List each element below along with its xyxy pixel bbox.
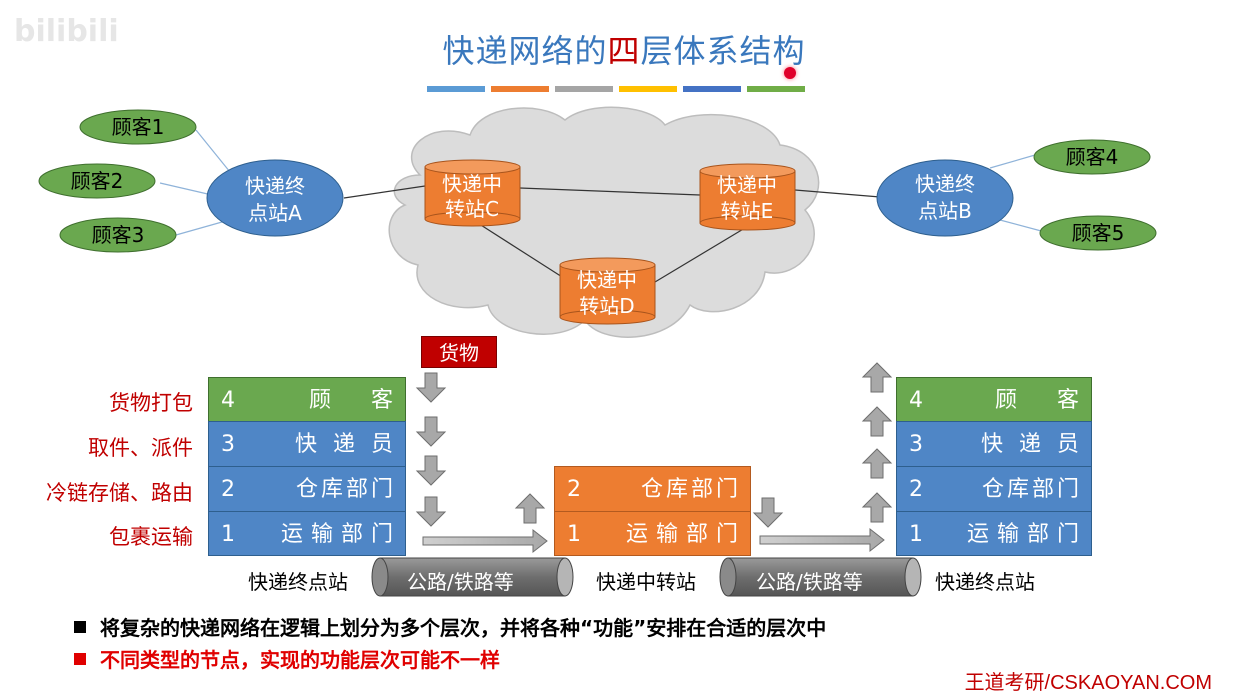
color-bar-3 [555,86,613,92]
hub-c-cylinder [424,159,521,227]
terminal-b-ellipse [876,159,1014,237]
left-label-pickup: 取件、派件 [88,436,193,460]
color-bar-4 [619,86,677,92]
customer-5-label: 顾客5 [1072,221,1125,245]
right-arrows [422,527,885,554]
road-pipe-right [719,557,922,597]
customer-3-label: 顾客3 [92,223,145,247]
title-suffix: 层体系结构 [640,32,806,70]
terminal-a-ellipse [206,159,344,237]
road-pipe-left [371,557,574,597]
stack-right-layer-3: 3 快递员 [896,421,1092,467]
station-label-right: 快递终点站 [935,570,1035,594]
stack-left-layer-4: 4 顾客 [208,377,406,422]
road-label-right: 公路/铁路等 [756,570,863,594]
stack-right-layer-4: 4 顾客 [896,377,1092,422]
bullet-1: 将复杂的快递网络在逻辑上划分为多个层次，并将各种“功能”安排在合适的层次中 [74,612,826,641]
hub-e-cylinder [699,163,796,231]
terminal-a-label-1: 快递终 [245,174,305,198]
hub-d-label-1: 快递中 [577,268,637,292]
stack-left-layer-1: 1 运输部门 [208,511,406,556]
left-label-storage: 冷链存储、路由 [46,481,193,505]
footer-brand: 王道考研/CSKAOYAN.COM [964,672,1212,694]
color-bar-2 [491,86,549,92]
customer-ellipses [38,109,1157,253]
pointer-dot [784,67,796,79]
bullet-square-icon [74,653,86,665]
bullet-square-icon [74,621,86,633]
hub-d-label-2: 转站D [579,294,634,318]
station-label-left: 快递终点站 [248,570,348,594]
road-label-left: 公路/铁路等 [407,570,514,594]
title-prefix: 快递网络的 [442,32,608,70]
terminal-a-label-2: 点站A [248,201,302,225]
down-arrows-left [415,372,447,527]
customer-2-label: 顾客2 [71,169,124,193]
stack-left-layer-2: 2 仓库部门 [208,466,406,512]
bullet-2: 不同类型的节点，实现的功能层次可能不一样 [74,644,500,673]
stack-middle-layer-1: 1 运输部门 [554,511,751,556]
customer-1-label: 顾客1 [112,115,165,139]
down-arrow-middle [752,497,784,528]
stack-right-layer-1: 1 运输部门 [896,511,1092,556]
station-label-middle: 快递中转站 [596,570,696,594]
hub-e-label-2: 转站E [721,199,774,223]
left-label-transport: 包裹运输 [109,525,193,549]
color-bar-6 [747,86,805,92]
color-bar-1 [427,86,485,92]
hub-d-cylinder [559,257,656,325]
customer-4-label: 顾客4 [1066,145,1119,169]
customer-links [159,129,1046,236]
color-bar-5 [683,86,741,92]
network-links [343,185,881,283]
up-arrows-right [861,362,893,523]
hub-c-label-2: 转站C [445,197,499,221]
hub-c-label-1: 快递中 [442,172,502,196]
terminal-b-label-2: 点站B [918,199,972,223]
page-title: 快递网络的四层体系结构 [0,26,1248,72]
stack-left-layer-3: 3 快递员 [208,421,406,467]
cargo-box: 货物 [421,336,497,368]
title-highlight: 四 [607,32,641,70]
terminal-b-label-1: 快递终 [915,172,975,196]
left-label-packing: 货物打包 [109,391,193,415]
stack-middle-layer-2: 2 仓库部门 [554,466,751,512]
up-arrow-middle [514,493,546,524]
bilibili-watermark: bilibili [14,14,119,49]
hub-e-label-1: 快递中 [717,173,777,197]
stack-right-layer-2: 2 仓库部门 [896,466,1092,512]
